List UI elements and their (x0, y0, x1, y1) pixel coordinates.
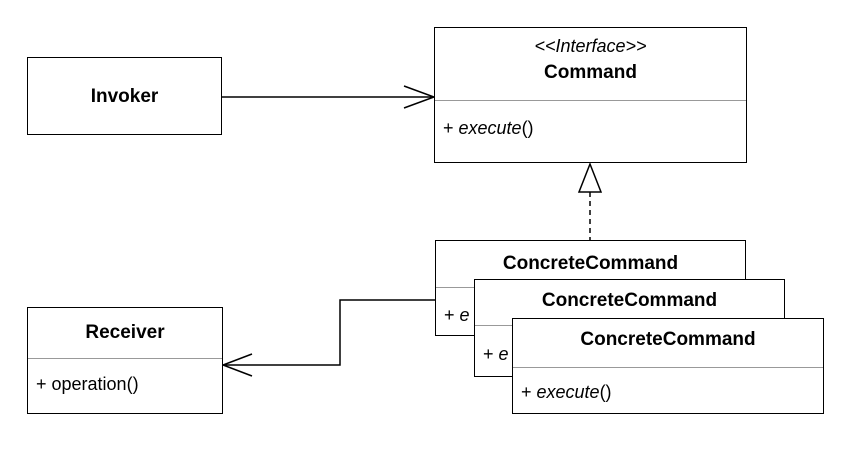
concrete-command-method-name-2: e (498, 344, 509, 364)
concrete-command-method-prefix-2: + (483, 344, 499, 364)
command-class-name: Command (544, 62, 637, 83)
invoker-class-name: Invoker (90, 86, 159, 107)
command-interface-box: <<Interface>> Command + execute() (434, 27, 747, 163)
realization-arrow (577, 161, 603, 240)
concrete-command-name-3: ConcreteCommand (580, 329, 756, 350)
receiver-class-box: Receiver + operation() (27, 307, 223, 414)
receiver-method: + operation() (36, 374, 139, 394)
command-method-suffix: () (521, 118, 534, 138)
invoker-class-box: Invoker (27, 57, 222, 135)
concrete-command-method-1: + e (444, 305, 470, 326)
receiver-class-name: Receiver (85, 322, 165, 343)
concrete-to-receiver-arrow (220, 299, 435, 377)
command-method: + execute() (443, 118, 534, 139)
command-method-name: execute (458, 118, 522, 138)
concrete-command-name-1: ConcreteCommand (502, 253, 679, 274)
receiver-separator (28, 358, 222, 359)
concrete-command-name-2: ConcreteCommand (541, 290, 718, 311)
concrete-command-separator-3 (513, 367, 823, 368)
concrete-command-method-prefix-1: + (444, 305, 460, 325)
concrete-command-method-suffix-3: () (599, 382, 612, 402)
invoker-to-command-arrow (222, 85, 437, 109)
command-method-prefix: + (443, 118, 459, 138)
concrete-command-method-prefix-3: + (521, 382, 537, 402)
command-separator (435, 100, 746, 101)
concrete-command-method-name-3: execute (536, 382, 600, 402)
concrete-command-method-3: + execute() (521, 382, 612, 403)
concrete-command-method-2: + e (483, 344, 509, 365)
concrete-command-method-name-1: e (459, 305, 470, 325)
command-stereotype: <<Interface>> (534, 36, 647, 56)
concrete-command-box-3: ConcreteCommand + execute() (512, 318, 824, 414)
